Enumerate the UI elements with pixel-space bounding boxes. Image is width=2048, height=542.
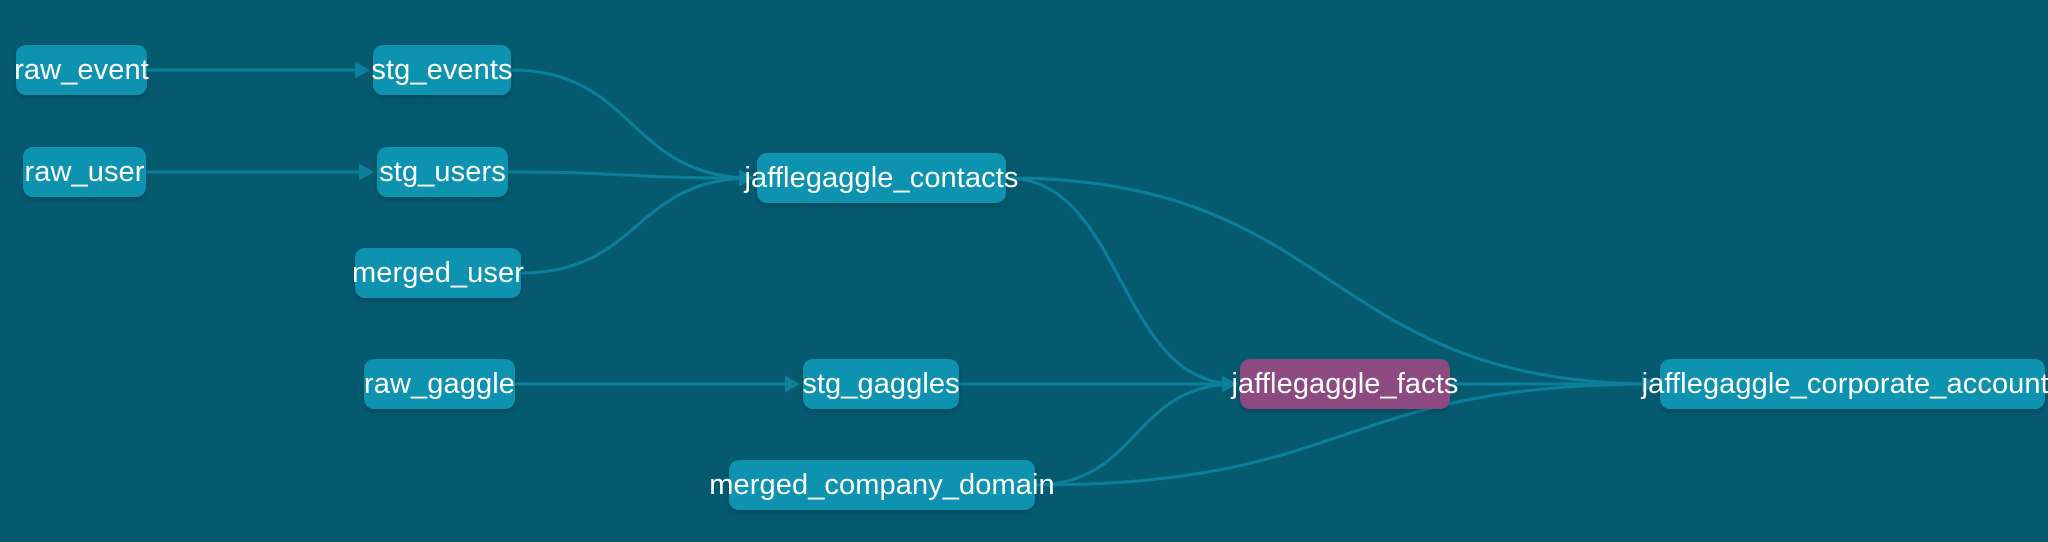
edge-merged_company_domain-to-jafflegaggle_facts	[1033, 382, 1238, 487]
node-stg_events[interactable]: stg_events	[371, 45, 513, 95]
node-merged_user[interactable]: merged_user	[352, 248, 524, 298]
edge-merged_user-to-jafflegaggle_contacts	[519, 176, 755, 275]
node-label: stg_gaggles	[802, 367, 960, 400]
node-jafflegaggle_contacts[interactable]: jafflegaggle_contacts	[744, 153, 1018, 203]
node-label: raw_user	[24, 155, 145, 188]
edge-jafflegaggle_contacts-to-jafflegaggle_facts	[1004, 176, 1238, 386]
node-label: raw_event	[14, 53, 149, 86]
edge-stg_events-to-jafflegaggle_contacts	[509, 68, 755, 180]
node-merged_company_domain[interactable]: merged_company_domain	[709, 460, 1055, 510]
node-jafflegaggle_corporate_accounts[interactable]: jafflegaggle_corporate_accounts	[1642, 359, 2048, 409]
node-label: jafflegaggle_contacts	[744, 161, 1019, 194]
node-label: merged_company_domain	[709, 468, 1055, 501]
edge-arrowhead	[785, 375, 800, 393]
node-label: stg_events	[371, 53, 513, 86]
node-label: merged_user	[352, 256, 524, 289]
edge-jafflegaggle_contacts-to-jafflegaggle_corporate_accounts	[1004, 176, 1658, 386]
node-label: jafflegaggle_corporate_accounts	[1641, 367, 2048, 400]
node-raw_event[interactable]: raw_event	[14, 45, 149, 95]
node-jafflegaggle_facts[interactable]: jafflegaggle_facts	[1232, 359, 1458, 409]
edge-stg_users-to-jafflegaggle_contacts	[506, 170, 745, 180]
edge-arrowhead	[359, 163, 374, 181]
node-label: raw_gaggle	[364, 367, 515, 400]
node-label: jafflegaggle_facts	[1231, 367, 1459, 400]
node-label: stg_users	[379, 155, 506, 188]
node-raw_gaggle[interactable]: raw_gaggle	[364, 359, 515, 409]
node-stg_gaggles[interactable]: stg_gaggles	[802, 359, 960, 409]
node-stg_users[interactable]: stg_users	[377, 147, 508, 197]
node-raw_user[interactable]: raw_user	[23, 147, 146, 197]
edge-arrowhead	[355, 61, 370, 79]
